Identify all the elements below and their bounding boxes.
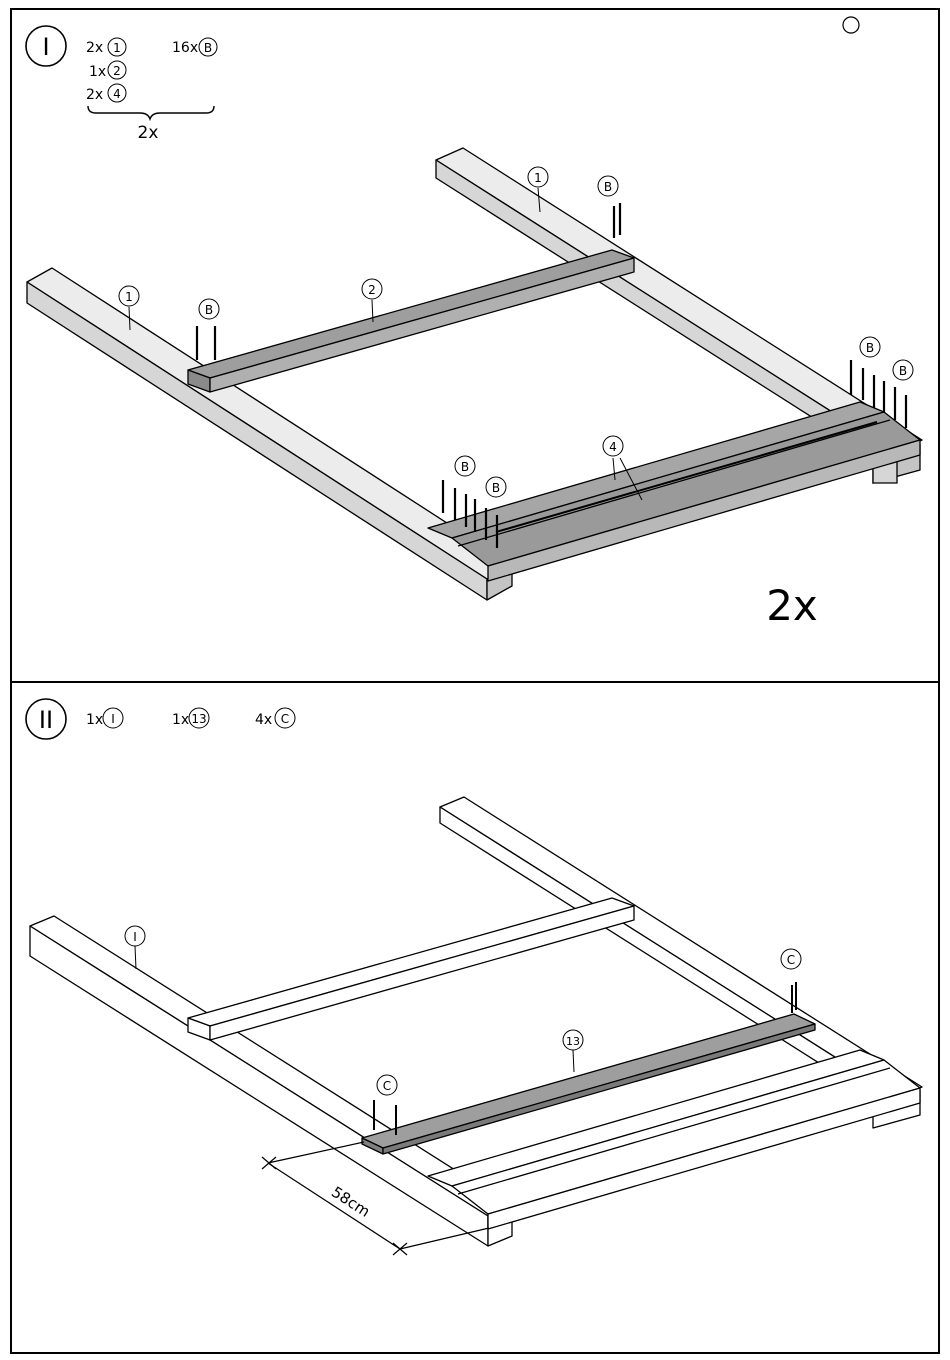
callout-beam-front: 1 bbox=[125, 290, 133, 304]
step-2-number: II bbox=[39, 706, 53, 734]
part-qty: 4x bbox=[255, 712, 272, 728]
part-id: 4 bbox=[113, 87, 121, 101]
part-id: 2 bbox=[113, 64, 121, 78]
part-qty: 2x bbox=[86, 40, 103, 56]
callout-nails: B bbox=[205, 303, 213, 317]
step-1-header: I bbox=[26, 17, 859, 66]
part-qty: 1x bbox=[89, 64, 106, 80]
callout-nails: B bbox=[899, 364, 907, 378]
group-brace bbox=[88, 106, 214, 119]
step-2-parts-list: 1x I 1x 13 4x C bbox=[86, 708, 295, 728]
part-id: 1 bbox=[113, 41, 121, 55]
callout-deck: 4 bbox=[609, 440, 617, 454]
part-qty: 1x bbox=[86, 712, 103, 728]
callout-board: 13 bbox=[566, 1035, 580, 1048]
part-qty: 2x bbox=[86, 87, 103, 103]
callout-assembly: I bbox=[133, 930, 137, 944]
step-1-number: I bbox=[42, 33, 49, 61]
part-id: I bbox=[111, 712, 115, 726]
group-multiplier: 2x bbox=[138, 123, 159, 143]
part-qty: 16x bbox=[172, 40, 198, 56]
crossbar bbox=[188, 250, 634, 392]
callout-screws: C bbox=[787, 953, 795, 967]
callout-nails: B bbox=[461, 460, 469, 474]
callout-nails: B bbox=[866, 341, 874, 355]
part-qty: 1x bbox=[172, 712, 189, 728]
part-id: C bbox=[281, 712, 289, 726]
callout-screws: C bbox=[383, 1079, 391, 1093]
callout-nails: B bbox=[492, 481, 500, 495]
callout-beam-back: 1 bbox=[534, 171, 542, 185]
step-1-parts-list: 2x 1 1x 2 2x 4 16x B 2x bbox=[86, 38, 217, 143]
repeat-multiplier: 2x bbox=[766, 581, 818, 630]
callout-nails: B bbox=[604, 180, 612, 194]
callout-crossbar: 2 bbox=[368, 283, 376, 297]
part-id: B bbox=[204, 41, 212, 55]
corner-marker-icon bbox=[843, 17, 859, 33]
step-2-header: II bbox=[26, 699, 66, 739]
part-id: 13 bbox=[191, 712, 206, 726]
dimension-label: 58cm bbox=[328, 1183, 373, 1221]
